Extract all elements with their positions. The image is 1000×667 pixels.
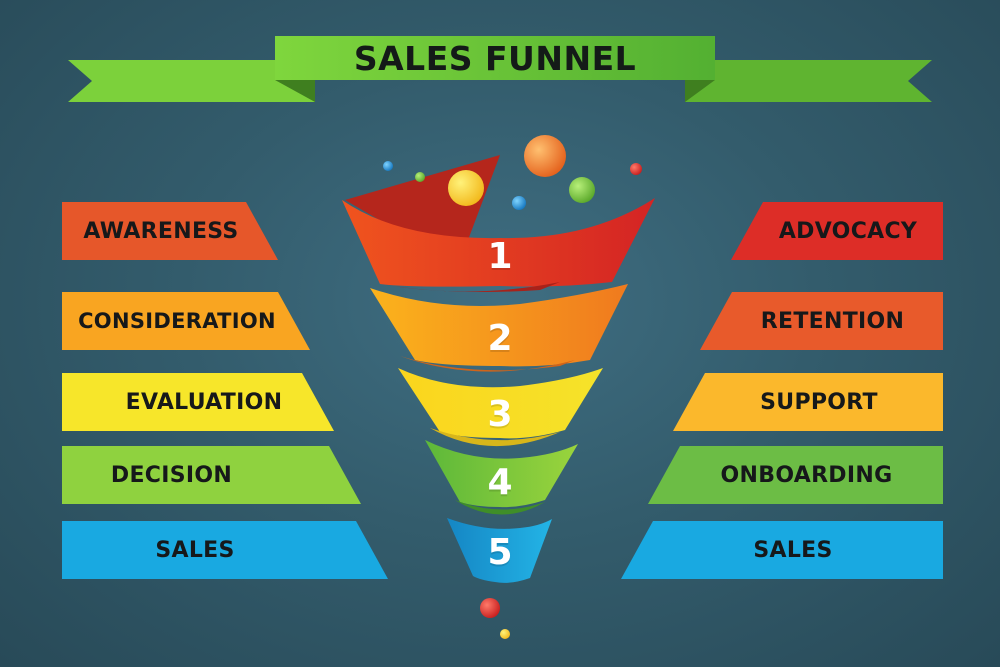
- funnel-tier-5: [447, 518, 552, 583]
- funnel-step-2-number: 2: [487, 318, 513, 359]
- funnel-step-4-number: 4: [487, 462, 513, 503]
- ball-green: [569, 177, 595, 203]
- left-label-evaluation: EVALUATION: [62, 373, 334, 431]
- right-label-advocacy: ADVOCACY: [731, 202, 943, 260]
- right-label-onboarding: ONBOARDING: [648, 446, 943, 504]
- left-label-awareness: AWARENESS: [62, 202, 278, 260]
- ball-blue-tiny: [383, 161, 393, 171]
- left-label-sales: SALES: [62, 521, 388, 579]
- right-label-support: SUPPORT: [673, 373, 943, 431]
- left-label-consideration: CONSIDERATION: [62, 292, 310, 350]
- left-label-decision: DECISION: [62, 446, 361, 504]
- funnel-step-5-number: 5: [487, 532, 513, 573]
- right-label-sales: SALES: [621, 521, 943, 579]
- title-ribbon: SALES FUNNEL: [0, 0, 1000, 120]
- ball-green-tiny: [415, 172, 425, 182]
- right-label-retention: RETENTION: [700, 292, 943, 350]
- funnel-tier-3: [398, 368, 603, 447]
- page-title: SALES FUNNEL: [353, 38, 637, 78]
- ball-yellow: [448, 170, 484, 206]
- ball-red-small: [630, 163, 642, 175]
- ball-blue-small: [512, 196, 526, 210]
- funnel-tier-4: [425, 440, 578, 515]
- funnel-tier-2: [370, 284, 628, 372]
- ball-orange-large: [524, 135, 566, 177]
- funnel-step-1-number: 1: [487, 236, 513, 277]
- ball-yellow-bottom: [500, 629, 510, 639]
- funnel-step-3-number: 3: [487, 394, 513, 435]
- ball-red-bottom: [480, 598, 500, 618]
